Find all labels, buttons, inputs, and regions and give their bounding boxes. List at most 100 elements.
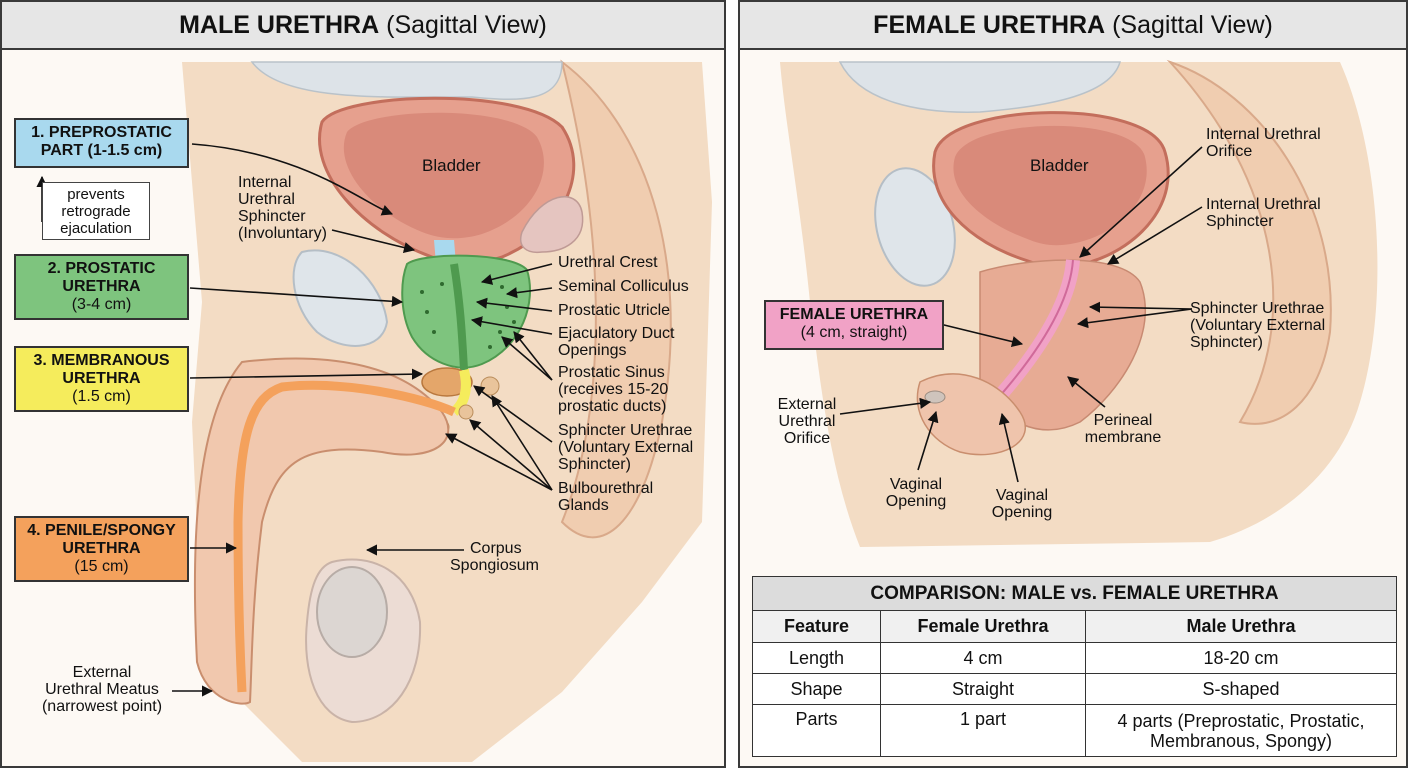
cell-parts-male-line2: Membranous, Spongy) (1149, 730, 1333, 751)
male-sphincter-urethrae (421, 367, 473, 397)
perineal-label: Perineal membrane (1078, 412, 1168, 446)
prostatic-sinus-label: Prostatic Sinus (receives 15-20 prostati… (558, 364, 668, 415)
urethral-crest-label: Urethral Crest (558, 254, 658, 271)
cell-parts-feature: Parts (752, 704, 881, 757)
penile-box-line1: 4. PENILE/SPONGY (27, 522, 176, 539)
leader-prostatic (189, 287, 404, 307)
internal-sphincter-label: Internal Urethral Sphincter (Involuntary… (238, 174, 327, 242)
col-male: Male Urethra (1085, 610, 1397, 643)
prostate-dots (420, 282, 516, 349)
prostatic-sinus-line2: (receives 15-20 (558, 381, 669, 398)
female-anatomy-illustration (780, 59, 1378, 547)
membranous-box-line2: URETHRA (62, 370, 141, 387)
comparison-table: COMPARISON: MALE vs. FEMALE URETHRA Feat… (752, 576, 1397, 757)
cell-parts-male-line1: 4 parts (Preprostatic, Prostatic, (1117, 710, 1365, 731)
female-bladder-lumen (953, 125, 1147, 246)
sphincter-urethrae-line3: Sphincter) (558, 456, 631, 473)
cell-length-feature: Length (752, 642, 881, 674)
male-sacrum (560, 59, 672, 539)
note-line1: prevents (67, 186, 125, 203)
cell-shape-feature: Shape (752, 673, 881, 705)
vaginal-opening-label-1: Vaginal Opening (876, 476, 956, 510)
sphincter-urethrae-line1: Sphincter Urethrae (558, 422, 693, 439)
vaginal-2-line1: Vaginal (995, 487, 1049, 504)
external-orifice-line2: Urethral (778, 413, 836, 430)
male-penile-urethra (233, 380, 456, 693)
preprostatic-box-line1: 1. PREPROSTATIC (31, 124, 172, 141)
penile-box-line2: URETHRA (62, 540, 141, 557)
female-sphincter-urethrae-line3: Sphincter) (1190, 334, 1263, 351)
cell-parts-female: 1 part (880, 704, 1086, 757)
vaginal-1-line1: Vaginal (889, 476, 943, 493)
ejaculatory-label: Ejaculatory Duct Openings (558, 325, 675, 359)
corpus-label: Corpus Spongiosum (450, 540, 539, 574)
table-row: Shape Straight S-shaped (752, 673, 1397, 705)
bulbourethral-line2: Glands (558, 497, 609, 514)
leader-bulbourethral-1 (491, 395, 553, 491)
col-female: Female Urethra (880, 610, 1086, 643)
preprostatic-box-line2: PART (1-1.5 cm) (40, 142, 163, 159)
cell-length-female: 4 cm (880, 642, 1086, 674)
male-title-bold: MALE URETHRA (179, 10, 380, 39)
leader-sphincter-urethrae (473, 385, 553, 443)
leader-membranous (189, 368, 424, 380)
female-title-bold: FEMALE URETHRA (873, 10, 1106, 39)
female-panel-title: FEMALE URETHRA (Sagittal View) (740, 2, 1406, 50)
leader-prostatic-utricle (475, 297, 553, 312)
female-external-orifice (924, 390, 946, 404)
prostatic-box-line3: (3-4 cm) (71, 296, 132, 313)
penile-box-line3: (15 cm) (74, 558, 129, 575)
leader-female-box (939, 323, 1024, 348)
male-panel-title: MALE URETHRA (Sagittal View) (2, 2, 724, 50)
cell-parts-male: 4 parts (Preprostatic, Prostatic, Membra… (1085, 704, 1397, 757)
male-prostate (401, 254, 531, 369)
sphincter-urethrae-label: Sphincter Urethrae (Voluntary External S… (558, 422, 693, 473)
female-box-line1: FEMALE URETHRA (779, 306, 929, 323)
leader-sphincter-urethrae-2 (1076, 308, 1193, 329)
meatus-line2: Urethral Meatus (45, 681, 159, 698)
internal-orifice-line1: Internal Urethral (1206, 126, 1321, 143)
male-testis (316, 566, 388, 658)
female-urethra-box: FEMALE URETHRA (4 cm, straight) (764, 300, 944, 350)
ejaculatory-line1: Ejaculatory Duct (558, 325, 675, 342)
leader-external-orifice (839, 397, 932, 415)
leader-prostatic-sinus-2 (513, 331, 553, 381)
female-internal-sphincter-line2: Sphincter (1206, 213, 1274, 230)
meatus-line1: External (72, 664, 132, 681)
leader-sphincter-urethrae-1 (1088, 301, 1193, 313)
external-orifice-line3: Orifice (783, 430, 831, 447)
leader-preprostatic (191, 143, 394, 216)
male-membranous-segment (450, 368, 471, 416)
meatus-line3: (narrowest point) (41, 698, 163, 715)
external-orifice-label: External Urethral Orifice (762, 396, 852, 447)
female-urethra-outline (989, 259, 1074, 408)
prostatic-sinus-line1: Prostatic Sinus (558, 364, 665, 381)
male-abdomen-top (250, 61, 563, 101)
perineal-line2: membrane (1084, 429, 1162, 446)
cell-shape-female: Straight (880, 673, 1086, 705)
leader-internal-sphincter (331, 229, 416, 254)
col-feature: Feature (752, 610, 881, 643)
prostatic-sinus-line3: prostatic ducts) (558, 398, 667, 415)
corpus-line1: Corpus (470, 540, 522, 557)
ejaculatory-line2: Openings (558, 342, 627, 359)
meatus-label: External Urethral Meatus (narrowest poin… (32, 664, 172, 715)
female-sphincter-urethrae-line2: (Voluntary External (1190, 317, 1326, 334)
penile-box: 4. PENILE/SPONGY URETHRA (15 cm) (14, 516, 189, 582)
cell-length-male: 18-20 cm (1085, 642, 1397, 674)
female-internal-sphincter-line1: Internal Urethral (1206, 196, 1321, 213)
male-title-subtitle: (Sagittal View) (386, 10, 547, 39)
leader-urethral-crest (480, 263, 553, 285)
female-title-subtitle: (Sagittal View) (1112, 10, 1273, 39)
bulbourethral-line1: Bulbourethral (558, 480, 654, 497)
male-seminal-vesicle (520, 196, 584, 254)
external-orifice-line1: External (777, 396, 837, 413)
sphincter-urethrae-line2: (Voluntary External (558, 439, 694, 456)
internal-sphincter-line2: Urethral (238, 191, 295, 208)
bulbourethral-gland-2 (458, 404, 474, 420)
leader-seminal-colliculus (505, 287, 553, 299)
corpus-line2: Spongiosum (450, 557, 539, 574)
female-sacrum (1166, 59, 1332, 425)
male-bladder-lumen (343, 112, 544, 239)
female-bladder-label: Bladder (1030, 156, 1089, 175)
